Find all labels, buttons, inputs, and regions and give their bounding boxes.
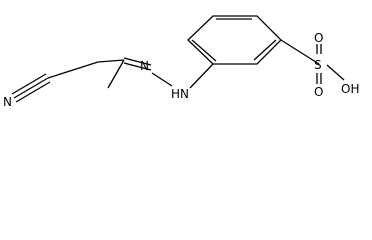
bond-sulfur-hydroxyl [326, 64, 345, 81]
imine-double-bond [123, 57, 152, 71]
sulfur-label: S [314, 58, 322, 72]
bond-aryl-sulfur [280, 39, 320, 65]
bond-imine-methyl [107, 59, 125, 89]
hydroxyl-label: OH [341, 82, 359, 96]
sulfonyl-oxygen-bottom-label: O [314, 85, 323, 99]
benzene-ring [187, 15, 282, 65]
sulfonyl-oxygen-top-label: O [314, 31, 323, 45]
nitrile-nitrogen-label: N [3, 95, 12, 109]
bond-ch2-imine [97, 59, 125, 63]
bond-nitrile-ch2 [47, 61, 99, 79]
sulfonyl-double-bond-top [316, 44, 322, 54]
molecule-structure: N N HN S O O OH [3, 15, 359, 109]
hydrazone-nitrogen-label: N [140, 59, 149, 73]
amine-nh-label: HN [171, 87, 189, 101]
bond-nh-aryl [189, 63, 214, 89]
bond-n-nh [151, 72, 173, 87]
nitrile-triple-bond [11, 73, 51, 103]
sulfonyl-double-bond-bottom [316, 73, 322, 84]
